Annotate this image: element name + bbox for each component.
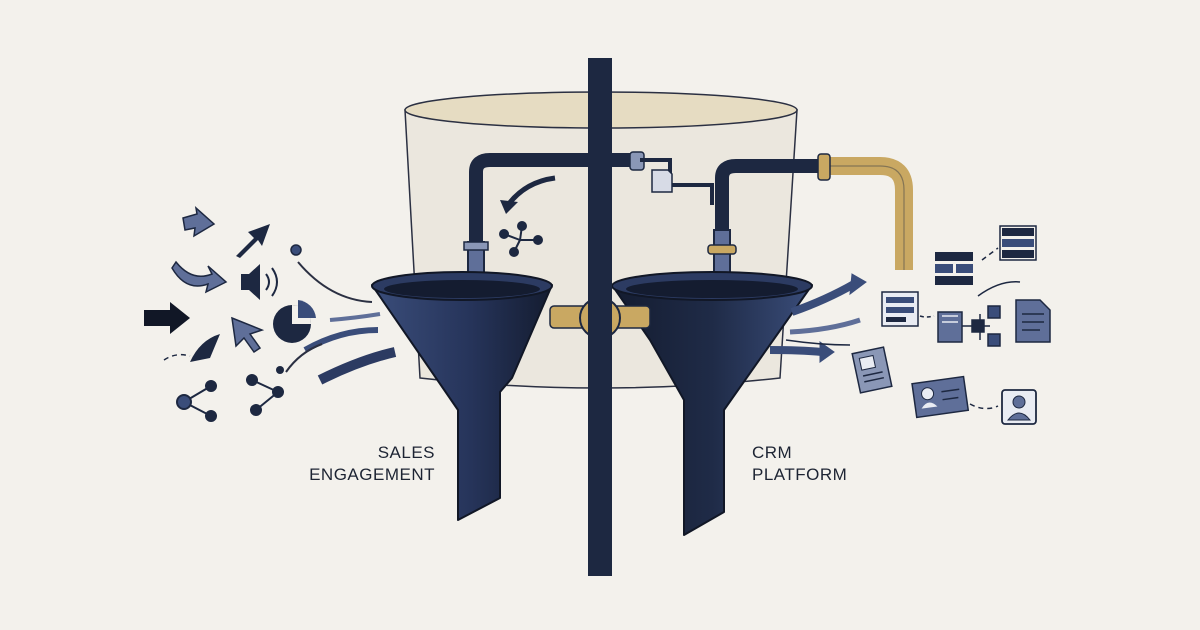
speaker-icon [241, 264, 278, 300]
arrow-icon [182, 206, 216, 238]
arrow-icon [171, 260, 228, 294]
crm-platform-label: CRM PLATFORM [752, 442, 882, 486]
form-icon [881, 291, 919, 327]
left-funnel [371, 271, 553, 521]
flowchart-icon [937, 305, 1001, 347]
table-icon [935, 252, 973, 285]
crm-platform-label-line-2: PLATFORM [752, 465, 848, 484]
pipe-coupler [640, 158, 714, 205]
network-icon [246, 374, 284, 416]
center-divider [588, 58, 612, 576]
left-input-icons [144, 206, 316, 422]
left-pipe [463, 151, 645, 293]
pie-chart-icon [273, 300, 316, 343]
left-flow-lines [285, 261, 397, 385]
network-icon [499, 221, 543, 257]
cursor-icon [231, 316, 265, 354]
arrow-icon [236, 224, 270, 258]
document-icon [1015, 299, 1051, 343]
send-icon [190, 334, 220, 362]
document-icon [851, 346, 893, 394]
arrow-icon [144, 302, 190, 334]
right-flow-lines [769, 273, 867, 363]
right-funnel [611, 271, 813, 536]
right-output-icons [851, 225, 1051, 425]
crm-platform-label-line-1: CRM [752, 443, 793, 462]
network-icon [176, 380, 217, 422]
table-icon [999, 225, 1037, 261]
user-profile-icon [1001, 389, 1037, 425]
sales-engagement-label: SALES ENGAGEMENT [300, 442, 435, 486]
sales-engagement-label-line-1: SALES [377, 443, 435, 462]
contact-card-icon [911, 375, 970, 419]
sales-engagement-label-line-2: ENGAGEMENT [309, 465, 435, 484]
